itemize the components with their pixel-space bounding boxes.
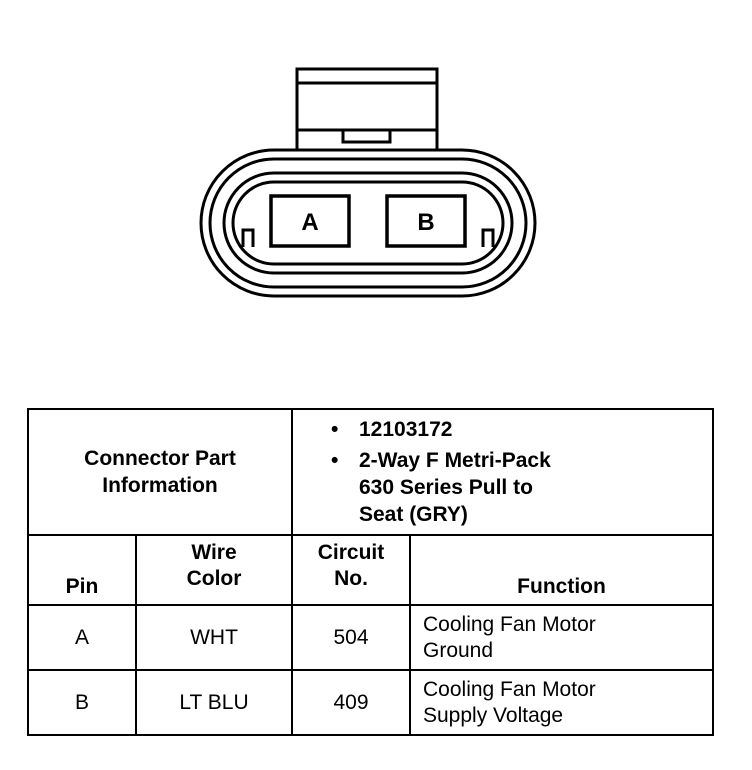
column-header-row: Pin Wire Color Circuit No. Function	[27, 534, 714, 606]
connector-type-item: 2-Way F Metri-Pack 630 Series Pull to Se…	[331, 447, 712, 528]
cell-wire-color: LT BLU	[135, 669, 293, 736]
cell-wire-color: WHT	[135, 604, 293, 671]
table-row: B LT BLU 409 Cooling Fan Motor Supply Vo…	[27, 669, 714, 736]
part-number-item: 12103172	[331, 416, 712, 443]
header-function: Function	[409, 534, 714, 606]
locking-tab	[295, 67, 439, 157]
cell-function: Cooling Fan Motor Ground	[409, 604, 714, 671]
connector-part-information-label: Connector Part Information	[27, 408, 293, 536]
cell-circuit: 409	[291, 669, 411, 736]
pin-cavity-b	[385, 194, 467, 248]
pinout-table: Connector Part Information 12103172 2-Wa…	[27, 408, 714, 736]
connector-face-diagram: A B	[199, 67, 537, 298]
pin-label-a: A	[301, 209, 318, 236]
pin-label-b: B	[417, 209, 434, 236]
header-circuit-no: Circuit No.	[291, 534, 411, 606]
side-latches	[241, 228, 495, 247]
cell-pin: B	[27, 669, 137, 736]
cell-function: Cooling Fan Motor Supply Voltage	[409, 669, 714, 736]
header-pin: Pin	[27, 534, 137, 606]
connector-part-details: 12103172 2-Way F Metri-Pack 630 Series P…	[291, 408, 714, 536]
header-wire-color: Wire Color	[135, 534, 293, 606]
part-info-row: Connector Part Information 12103172 2-Wa…	[27, 408, 714, 536]
cell-circuit: 504	[291, 604, 411, 671]
cell-pin: A	[27, 604, 137, 671]
connector-housing	[199, 148, 537, 298]
pin-cavity-a	[269, 194, 351, 248]
table-row: A WHT 504 Cooling Fan Motor Ground	[27, 604, 714, 671]
